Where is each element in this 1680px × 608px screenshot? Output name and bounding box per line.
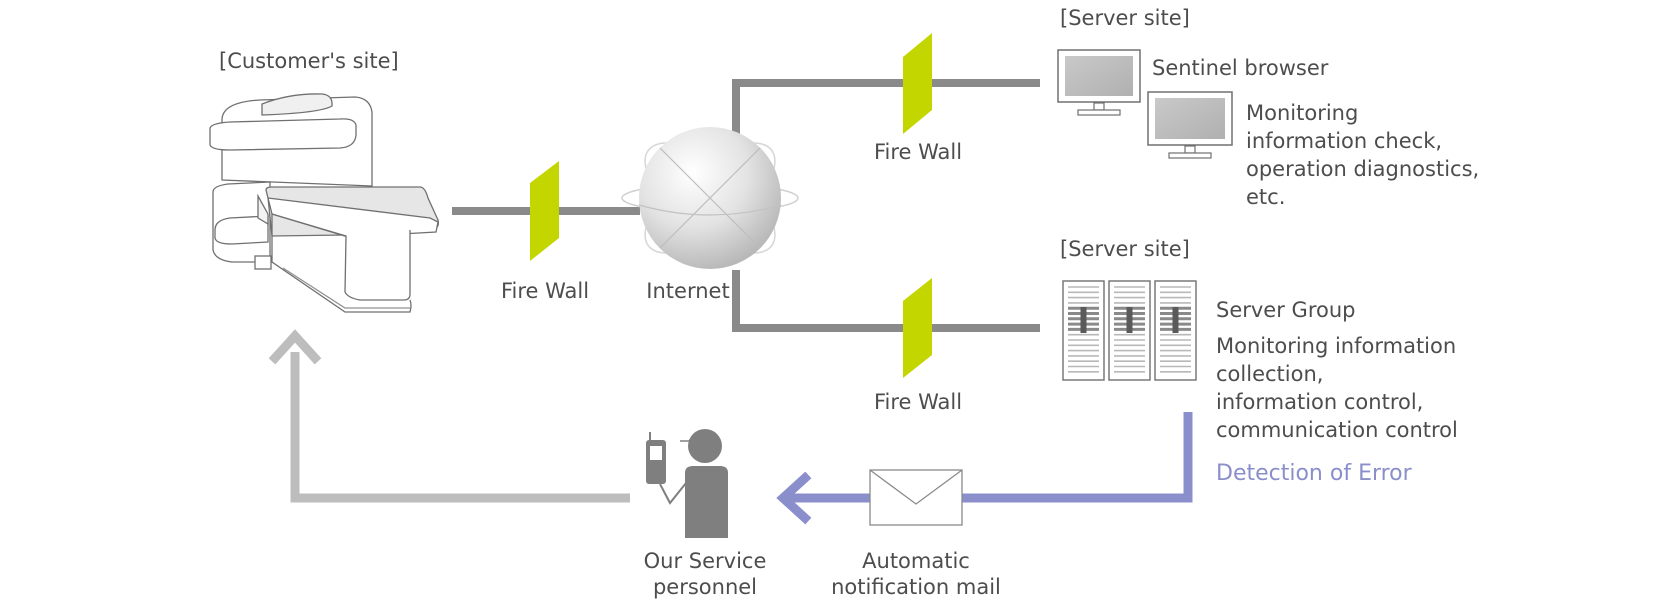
service-personnel-line: personnel	[652, 575, 758, 599]
firewall-icon	[903, 33, 932, 134]
monitoring-check-line: Monitoring	[1246, 101, 1359, 125]
server-functions-line: Monitoring information	[1216, 334, 1457, 358]
server-site-label-top: [Server site]	[1060, 6, 1190, 30]
server-functions-line: collection,	[1216, 362, 1324, 386]
server-functions-text: Monitoring information collection, infor…	[1216, 332, 1458, 444]
monitor-icon	[1057, 49, 1141, 116]
service-personnel-line: Our Service	[643, 549, 767, 573]
firewall-label-bottom: Fire Wall	[873, 390, 963, 414]
firewall-label-top: Fire Wall	[873, 140, 963, 164]
server-rack-group	[1062, 280, 1197, 381]
detection-of-error-label: Detection of Error	[1216, 461, 1412, 486]
firewall-label-left: Fire Wall	[500, 279, 590, 303]
server-rack-icon	[1062, 280, 1105, 381]
globe-icon	[621, 127, 799, 269]
customer-site-label: [Customer's site]	[219, 49, 399, 73]
server-rack-icon	[1154, 280, 1197, 381]
sentinel-browser-label: Sentinel browser	[1152, 56, 1329, 80]
monitoring-check-line: operation diagnostics,	[1246, 157, 1480, 181]
notification-mail-line: Automatic	[862, 549, 970, 573]
monitoring-check-line: etc.	[1246, 185, 1286, 209]
internet-label: Internet	[646, 279, 730, 303]
error-flow-arrow	[776, 412, 1193, 525]
server-group-label: Server Group	[1216, 298, 1356, 322]
server-site-label-bottom: [Server site]	[1060, 237, 1190, 261]
return-flow-arrow	[268, 329, 630, 503]
server-functions-line: information control,	[1216, 390, 1424, 414]
firewall-icon	[530, 161, 559, 261]
notification-mail-line: notification mail	[831, 575, 1001, 599]
monitoring-check-text: Monitoring information check, operation …	[1246, 99, 1479, 211]
server-rack-icon	[1108, 280, 1151, 381]
service-personnel-label: Our Service personnel	[630, 548, 780, 600]
notification-mail-label: Automatic notification mail	[826, 548, 1006, 600]
envelope-icon	[869, 469, 963, 526]
firewall-icon	[903, 278, 932, 378]
monitor-icon	[1147, 91, 1233, 159]
person-phone-icon	[646, 429, 728, 538]
monitoring-check-line: information check,	[1246, 129, 1443, 153]
mri-scanner-icon	[209, 93, 440, 313]
server-functions-line: communication control	[1216, 418, 1458, 442]
